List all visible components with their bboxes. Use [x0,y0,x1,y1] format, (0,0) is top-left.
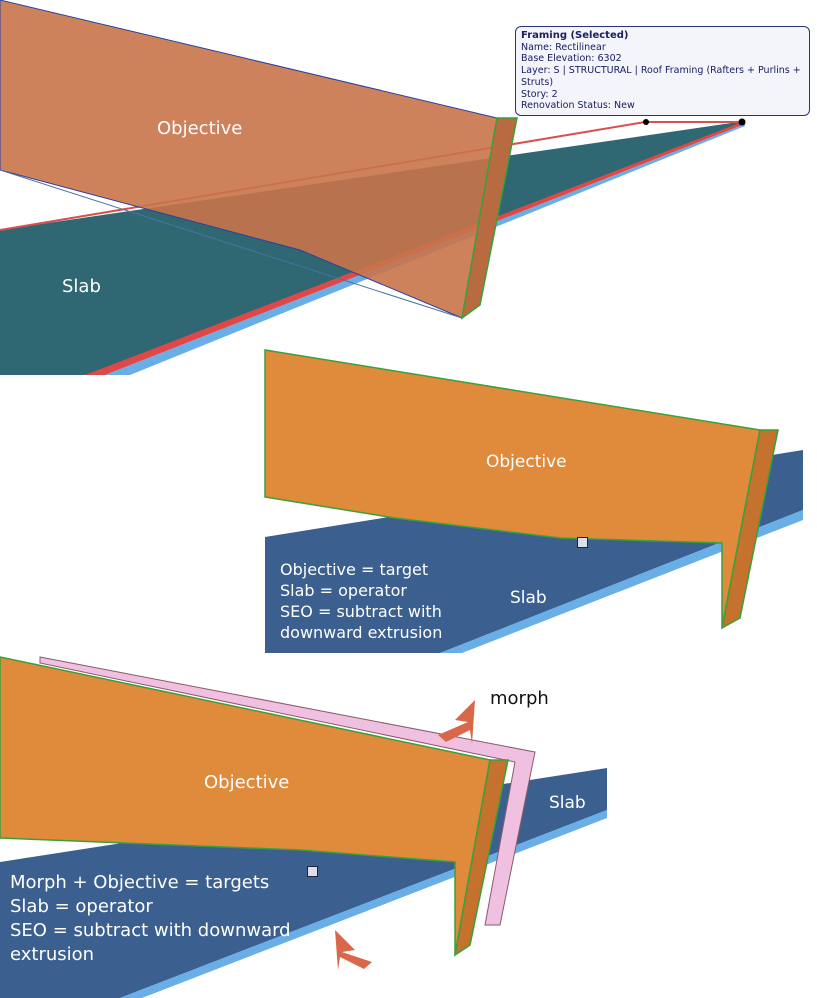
arrow-icon [335,930,372,970]
note-line: SEO = subtract with downward [10,920,291,941]
morph-label: morph [490,688,549,709]
element-info-tooltip: Framing (Selected) Name: Rectilinear Bas… [515,26,810,116]
beam-label: Objective [157,118,243,139]
slab-label: Slab [62,276,101,297]
arrow-icon [438,700,475,744]
beam-1-side[interactable] [460,117,518,320]
panel-1 [0,0,746,375]
note-line: Slab = operator [280,581,407,600]
panel-2 [264,349,803,653]
tooltip-title: Framing (Selected) [521,30,629,41]
beam-label: Objective [486,452,567,472]
beam-1-face[interactable] [0,0,498,319]
panel-3 [0,656,607,998]
note-line: Objective = target [280,560,429,579]
note-line: Morph + Objective = targets [10,872,270,893]
tooltip-story: Story: 2 [521,88,558,100]
tooltip-layer: Layer: S | STRUCTURAL | Roof Framing (Ra… [521,65,801,88]
slab-label: Slab [510,588,547,608]
note-line: Slab = operator [10,896,153,917]
beam-label: Objective [204,772,290,793]
slab-label: Slab [549,793,586,813]
beam-3-side[interactable] [453,759,509,957]
note-line: extrusion [10,944,95,965]
panel2-note: Objective = target Slab = operator SEO =… [280,559,442,643]
hotspot[interactable] [643,119,649,125]
hotspot[interactable] [738,118,746,126]
slab-2-edge [440,510,803,653]
note-line: downward extrusion [280,623,443,642]
selection-handle-icon[interactable] [307,866,318,877]
note-line: SEO = subtract with [280,602,442,621]
panel3-note: Morph + Objective = targets Slab = opera… [10,871,291,967]
morph[interactable] [39,656,536,926]
selection-handle-icon[interactable] [577,537,588,548]
tooltip-renovation: Renovation Status: New [521,100,635,112]
tooltip-name: Name: Rectilinear [521,41,606,53]
tooltip-elevation: Base Elevation: 6302 [521,53,622,65]
beam-2-side[interactable] [720,429,779,630]
